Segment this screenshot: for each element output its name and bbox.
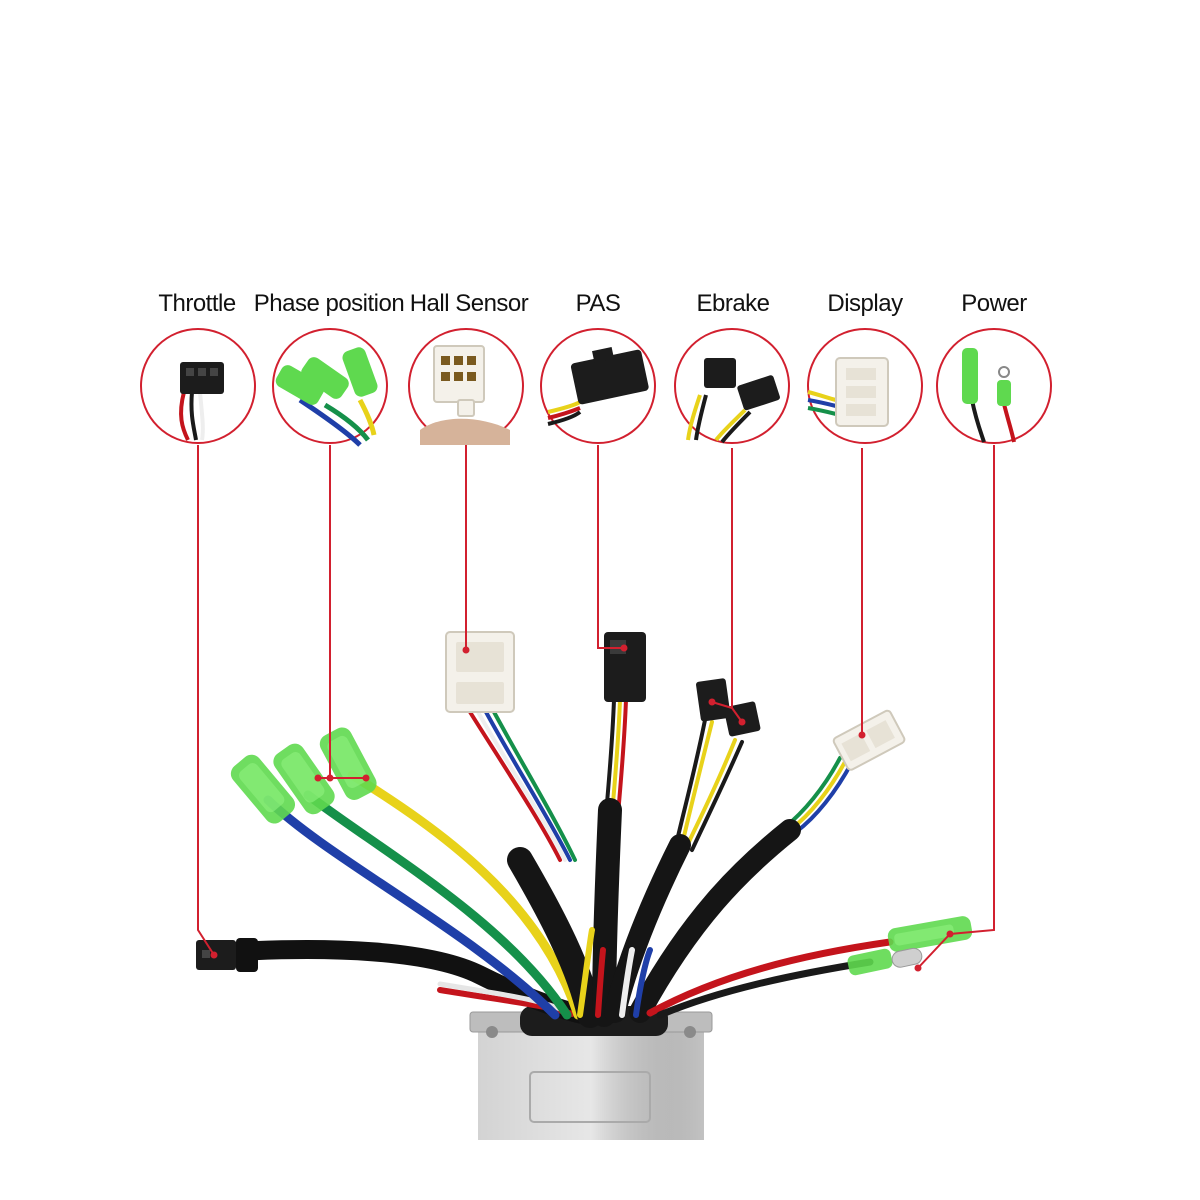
controller-housing: [469, 1006, 713, 1140]
harness-pas-connector: [604, 632, 646, 702]
callout-lines: [197, 445, 995, 969]
label-display: Display: [827, 290, 903, 317]
label-power: Power: [961, 290, 1027, 317]
label-ebrake: Ebrake: [696, 290, 770, 317]
display-connector-icon: [807, 328, 923, 444]
phase-connector-icon: [272, 328, 388, 447]
callout-dots: [210, 644, 954, 972]
throttle-connector-icon: [140, 328, 256, 444]
power-connector-icon: [936, 328, 1052, 444]
label-throttle: Throttle: [158, 290, 236, 317]
harness-hall-connector: [445, 631, 515, 713]
ebrake-connector-icon: [674, 328, 790, 444]
harness-power-connectors: [847, 916, 973, 976]
harness-phase-connectors: [230, 727, 377, 824]
label-pas: PAS: [575, 290, 621, 317]
wire-bundle: [218, 698, 894, 1028]
hall-sensor-connector-icon: [408, 328, 524, 445]
label-hall-sensor: Hall Sensor: [409, 290, 529, 317]
label-phase-position: Phase position: [253, 290, 405, 317]
harness-display-connector: [832, 709, 906, 771]
pas-connector-icon: [540, 328, 656, 444]
